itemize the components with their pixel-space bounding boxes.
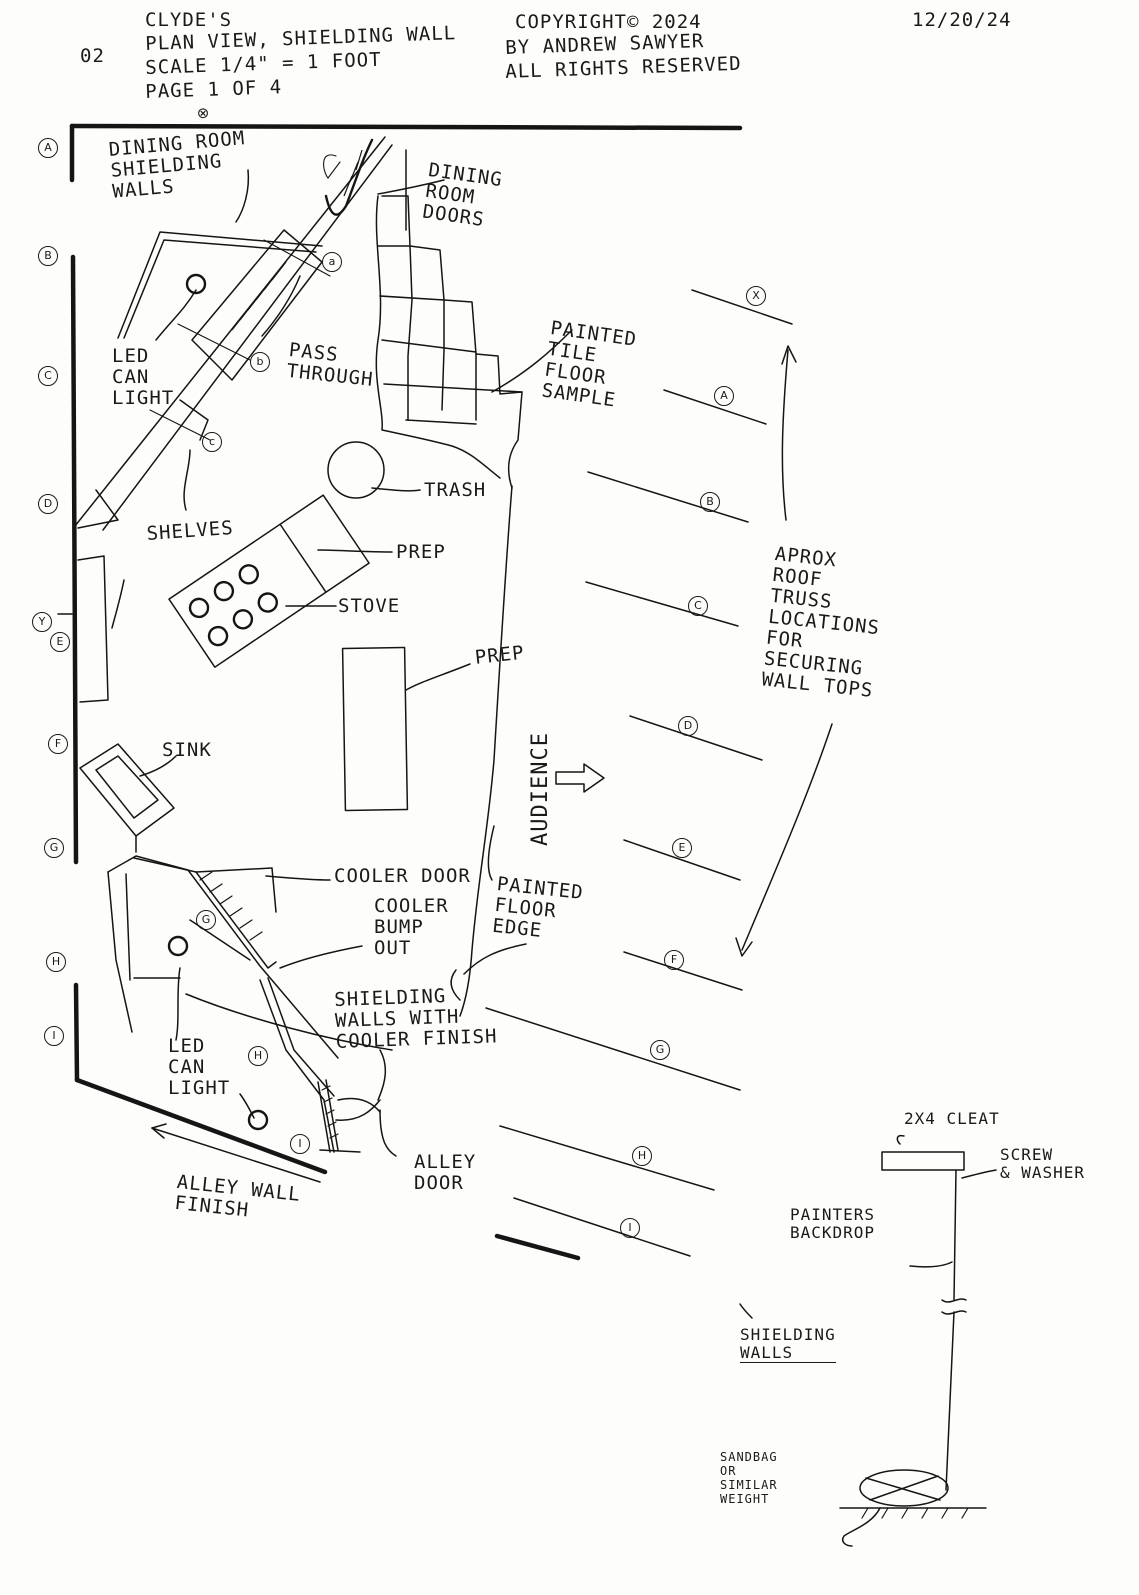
gridmark-h: H xyxy=(46,952,66,972)
wallmark-h: H xyxy=(248,1046,268,1066)
stove-prep-block xyxy=(168,494,370,668)
truss-note-arrows xyxy=(735,345,833,957)
label-shielding-walls-cooler: SHIELDING WALLS WITH COOLER FINISH xyxy=(333,985,498,1053)
alley-wall-dimension xyxy=(151,1123,321,1183)
truss-mark-a: A xyxy=(714,386,734,406)
west-wall-bottom xyxy=(73,982,80,1083)
wallmark-c: c xyxy=(202,432,222,452)
detail-label-cleat: 2X4 CLEAT xyxy=(904,1109,1000,1128)
dining-shield-walls xyxy=(74,136,407,531)
building-walls xyxy=(69,123,743,1261)
gridmark-b: B xyxy=(38,246,58,266)
trash-can xyxy=(327,441,385,499)
gridmark-i: I xyxy=(44,1026,64,1046)
truss-mark-f: F xyxy=(664,950,684,970)
sink-unit xyxy=(79,743,175,853)
shelves-unit xyxy=(57,555,109,703)
gridmark-c: C xyxy=(38,366,58,386)
detail-label-backdrop: PAINTERS BACKDROP xyxy=(790,1205,876,1242)
label-dining-shielding-walls: DINING ROOM SHIELDING WALLS xyxy=(107,127,247,203)
truss-mark-e: E xyxy=(672,838,692,858)
wallmark-b: b xyxy=(250,352,270,372)
truss-mark-d: D xyxy=(678,716,698,736)
audience-arrow xyxy=(555,763,605,793)
label-alley-door: ALLEY DOOR xyxy=(414,1151,477,1194)
gridmark-e: E xyxy=(50,632,70,652)
drawing-date: 12/20/24 xyxy=(912,9,1012,31)
truss-mark-x: X xyxy=(746,286,766,306)
alley-wall xyxy=(74,1077,328,1175)
gridmark-a: A xyxy=(38,138,58,158)
label-trash: TRASH xyxy=(424,479,487,501)
label-stove: STOVE xyxy=(338,595,401,617)
wallmark-a: a xyxy=(322,252,342,272)
truss-mark-i: I xyxy=(620,1218,640,1238)
truss-mark-g: G xyxy=(650,1040,670,1060)
label-pass-through: PASS THROUGH xyxy=(285,339,375,391)
title-line-1: CLYDE'S xyxy=(145,9,233,31)
detail-label-screw: SCREW & WASHER xyxy=(1000,1145,1086,1182)
label-prep-1: PREP xyxy=(396,541,446,563)
tile-floor-sample xyxy=(375,195,523,489)
label-led-can-light-top: LED CAN LIGHT xyxy=(112,345,175,409)
truss-mark-b: B xyxy=(700,492,720,512)
label-truss-note: APROX ROOF TRUSS LOCATIONS FOR SECURING … xyxy=(760,543,881,702)
painted-floor-edge-line xyxy=(459,485,513,1017)
detail-label-sandbag: SANDBAG OR SIMILAR WEIGHT xyxy=(720,1450,778,1506)
copyright-line-1: COPYRIGHT© 2024 xyxy=(515,11,702,33)
wallmark-y: Y xyxy=(32,612,52,632)
cooler-walls xyxy=(107,855,393,1153)
label-cooler-door: COOLER DOOR xyxy=(334,865,471,887)
wallmark-i: I xyxy=(290,1134,310,1154)
north-wall xyxy=(69,123,743,131)
gridmark-f: F xyxy=(48,734,68,754)
prep-table xyxy=(341,646,409,812)
alley-wall-segment xyxy=(494,1233,581,1261)
label-audience: AUDIENCE xyxy=(528,732,553,846)
truss-mark-c: C xyxy=(688,596,708,616)
gridmark-d: D xyxy=(38,494,58,514)
wallmark-g: G xyxy=(196,910,216,930)
label-painted-floor-edge: PAINTED FLOOR EDGE xyxy=(491,873,585,942)
detail-label-shielding-walls: SHIELDING WALLS xyxy=(740,1325,836,1363)
led-can-lights xyxy=(167,273,269,1131)
label-cooler-bump-out: COOLER BUMP OUT xyxy=(374,895,449,959)
page-marker-icon: ⊗ xyxy=(196,104,210,122)
label-dining-room-doors: DINING ROOM DOORS xyxy=(421,159,505,232)
truss-mark-h: H xyxy=(632,1146,652,1166)
truss-lines xyxy=(485,289,793,1257)
label-led-can-light-bottom: LED CAN LIGHT xyxy=(168,1035,231,1099)
west-wall xyxy=(70,254,79,865)
label-sink: SINK xyxy=(162,739,212,761)
leader-lines xyxy=(111,169,573,1157)
gridmark-g: G xyxy=(44,838,64,858)
sheet-number: 02 xyxy=(80,45,105,67)
label-painted-tile-floor: PAINTED TILE FLOOR SAMPLE xyxy=(540,317,639,412)
wall-section-detail xyxy=(739,1134,997,1547)
